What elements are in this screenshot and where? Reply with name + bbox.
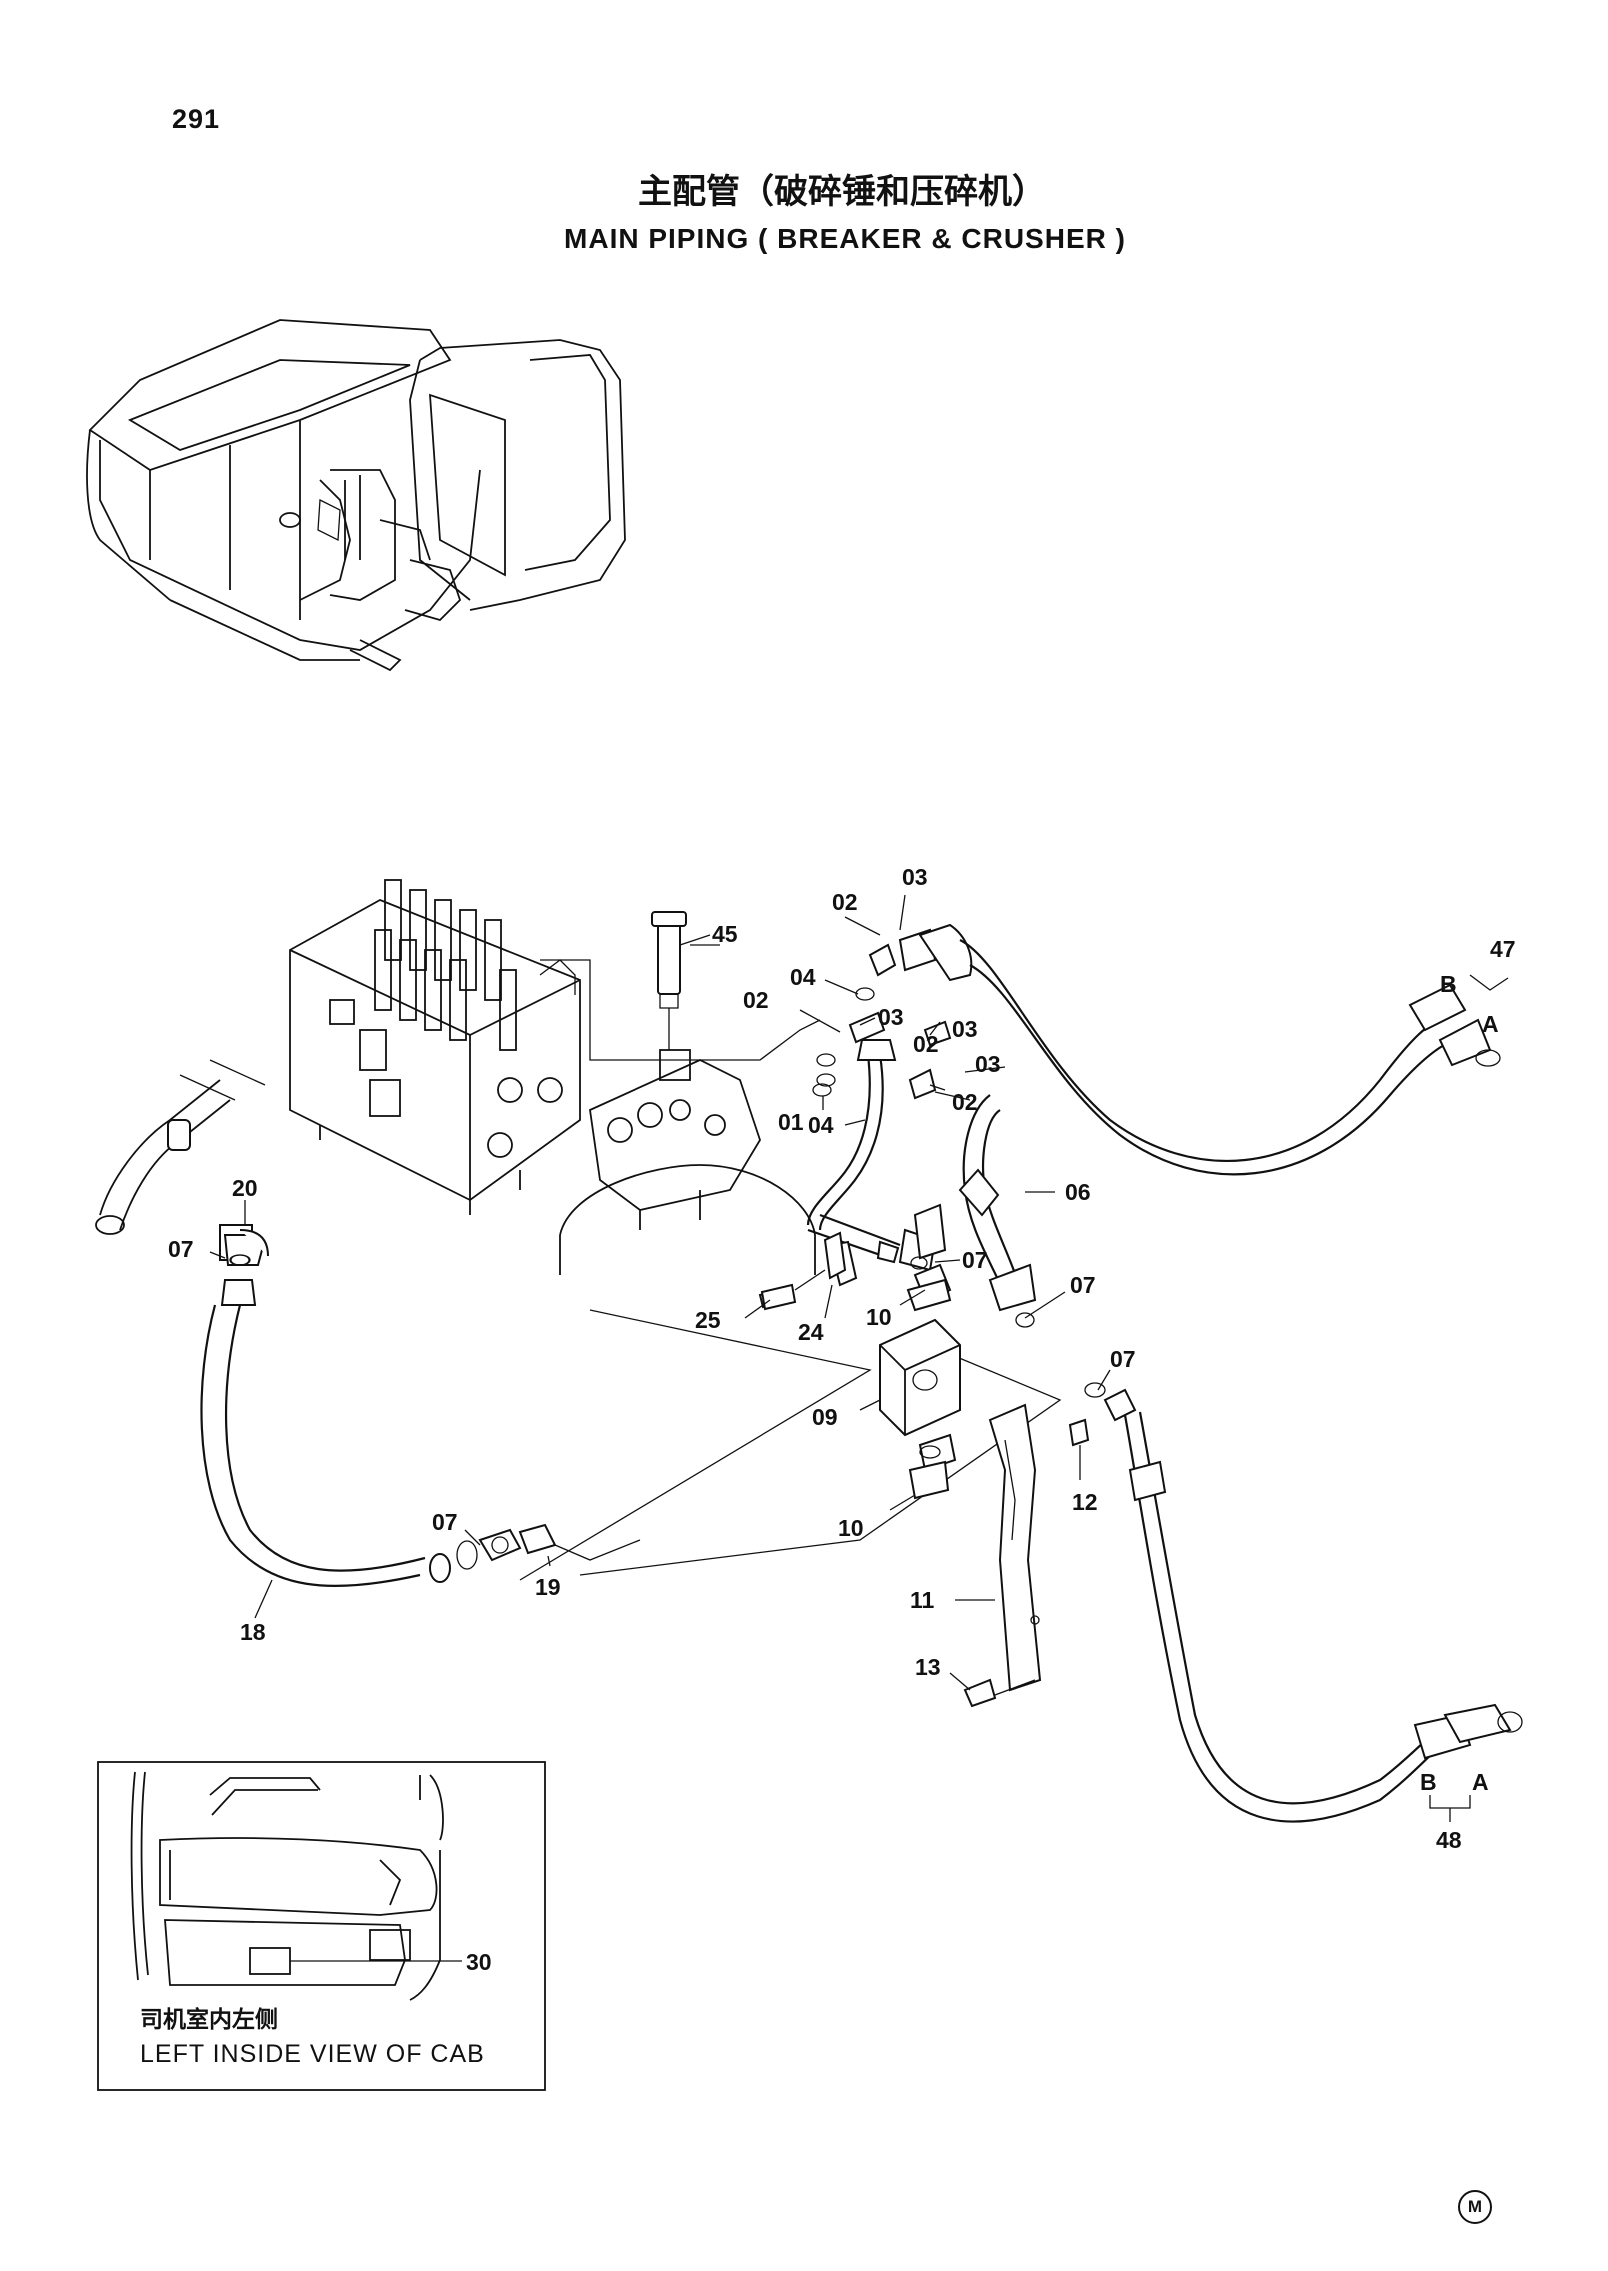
swing-motor (559, 1049, 816, 1275)
leader-lines (179, 959, 1062, 1581)
callout-07: 07 (1070, 1272, 1096, 1298)
callout-07: 07 (432, 1509, 458, 1535)
callout-20: 20 (232, 1175, 258, 1201)
callout-02: 02 (952, 1089, 978, 1115)
bracket-11-assembly (963, 1403, 1090, 1708)
title-chinese: 主配管（破碎锤和压碎机） (638, 172, 1046, 212)
callout-04: 04 (790, 964, 816, 990)
block-09-assembly (879, 1263, 961, 1500)
callout-01: 01 (778, 1109, 804, 1135)
callout-09: 09 (812, 1404, 838, 1430)
callout-13: 13 (915, 1654, 941, 1680)
callout-03: 03 (975, 1051, 1001, 1077)
port-b-label: B (1420, 1769, 1437, 1795)
o-rings (230, 987, 1106, 1554)
callout-07: 07 (962, 1247, 988, 1273)
maker-mark-badge: M (1458, 2190, 1492, 2224)
excavator-overview-illustration (86, 319, 626, 672)
callout-18: 18 (240, 1619, 266, 1645)
callout-45: 45 (712, 921, 738, 947)
callout-02: 02 (743, 987, 769, 1013)
callout-04: 04 (808, 1112, 834, 1138)
callout-11: 11 (910, 1587, 935, 1613)
callout-03: 03 (952, 1016, 978, 1042)
hose-47-assembly (816, 923, 1501, 1176)
callout-03: 03 (878, 1004, 904, 1030)
hose-48-assembly (1103, 1388, 1523, 1823)
title-english: MAIN PIPING ( BREAKER & CRUSHER ) (564, 223, 1126, 254)
cab-inside-view-inset: 30 (97, 1761, 546, 2091)
callout-labels: 45 03 02 04 02 03 02 03 03 02 04 01 06 0… (168, 864, 1516, 1853)
inset-caption-chinese: 司机室内左侧 (140, 2007, 278, 2033)
callout-leaders (209, 894, 1509, 1822)
callout-10: 10 (838, 1515, 864, 1541)
callout-12: 12 (1072, 1489, 1098, 1515)
port-a-label: A (1472, 1769, 1489, 1795)
callout-03: 03 (902, 864, 928, 890)
title-block: 主配管（破碎锤和压碎机） MAIN PIPING ( BREAKER & CRU… (0, 164, 1608, 255)
callout-07: 07 (1110, 1346, 1136, 1372)
port-a-label: A (1482, 1011, 1499, 1037)
callout-24: 24 (798, 1319, 824, 1345)
callout-02: 02 (913, 1031, 939, 1057)
callout-48: 48 (1436, 1827, 1462, 1853)
callout-19: 19 (535, 1574, 561, 1600)
hose-18-assembly (95, 1079, 641, 1588)
port-b-label: B (1440, 971, 1457, 997)
control-valve-assembly (289, 879, 581, 1215)
bracket-24-bolt-25 (760, 1231, 847, 1311)
callout-30: 30 (466, 1949, 492, 1975)
callout-47: 47 (1490, 936, 1516, 962)
callout-10: 10 (866, 1304, 892, 1330)
callout-25: 25 (695, 1307, 721, 1333)
callout-02: 02 (832, 889, 858, 915)
page-number: 291 (172, 104, 221, 134)
hose-06-assembly (958, 1094, 1037, 1312)
callout-07: 07 (168, 1236, 194, 1262)
relief-valve-45 (651, 911, 720, 1050)
inset-caption-english: LEFT INSIDE VIEW OF CAB (140, 2040, 485, 2068)
callout-06: 06 (1065, 1179, 1091, 1205)
